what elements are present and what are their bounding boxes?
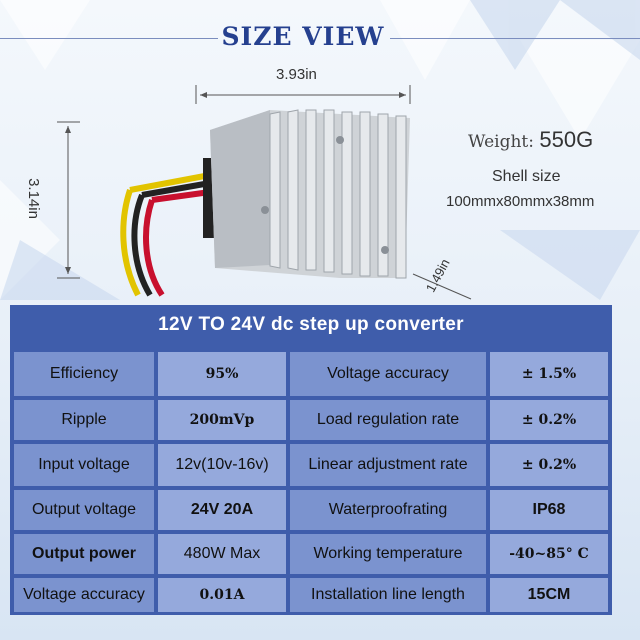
weight-label: Weight: bbox=[468, 132, 534, 152]
width-dimension: 3.93in bbox=[276, 66, 317, 83]
row-value: 24V 20A bbox=[158, 490, 286, 530]
row-value: ± 1.5% bbox=[490, 352, 608, 396]
weight-value: 550G bbox=[539, 127, 594, 152]
row-label: Input voltage bbox=[14, 444, 154, 486]
row-label: Waterproofrating bbox=[290, 490, 486, 530]
converter-illustration bbox=[120, 109, 410, 297]
row-value: ± 0.2% bbox=[490, 400, 608, 440]
row-label: Voltage accuracy bbox=[290, 352, 486, 396]
shell-size-value: 100mmx80mmx38mm bbox=[446, 193, 595, 210]
row-label: Output voltage bbox=[14, 490, 154, 530]
row-label: Installation line length bbox=[290, 578, 486, 612]
row-value: ± 0.2% bbox=[490, 444, 608, 486]
row-label: Working temperature bbox=[290, 534, 486, 574]
spec-table: 12V TO 24V dc step up converter Efficien… bbox=[10, 305, 612, 615]
row-value: -40~85° C bbox=[490, 534, 608, 574]
weight-spec: Weight: 550G bbox=[468, 127, 593, 153]
row-label: Ripple bbox=[14, 400, 154, 440]
row-value: 15CM bbox=[490, 578, 608, 612]
row-label: Linear adjustment rate bbox=[290, 444, 486, 486]
row-value: 12v(10v-16v) bbox=[158, 444, 286, 486]
title-rule-right bbox=[390, 38, 640, 39]
shell-size-label: Shell size bbox=[492, 168, 561, 185]
title-rule-left bbox=[0, 38, 218, 39]
table-title: 12V TO 24V dc step up converter bbox=[158, 314, 464, 335]
row-label: Output power bbox=[14, 534, 154, 574]
row-value: 200mVp bbox=[158, 400, 286, 440]
page-title: SIZE VIEW bbox=[221, 22, 385, 51]
dimension-lines bbox=[57, 85, 472, 300]
row-label: Load regulation rate bbox=[290, 400, 486, 440]
row-value: 95% bbox=[158, 352, 286, 396]
row-label: Efficiency bbox=[14, 352, 154, 396]
height-dimension: 3.14in bbox=[24, 178, 42, 219]
row-value: 0.01A bbox=[158, 578, 286, 612]
row-value: IP68 bbox=[490, 490, 608, 530]
row-value: 480W Max bbox=[158, 534, 286, 574]
row-label: Voltage accuracy bbox=[14, 578, 154, 612]
